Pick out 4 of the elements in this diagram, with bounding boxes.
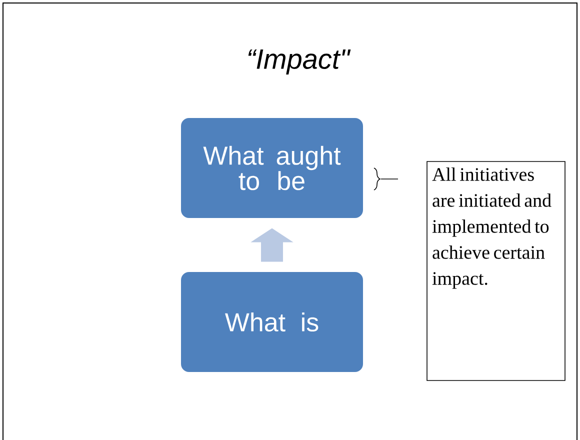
process-box: What is	[181, 272, 363, 372]
note-box: All initiatives are initiated and implemented to achieve certain impact.	[426, 161, 566, 381]
process-box: What aught to be	[181, 118, 363, 218]
title: “Impact"	[248, 49, 351, 75]
